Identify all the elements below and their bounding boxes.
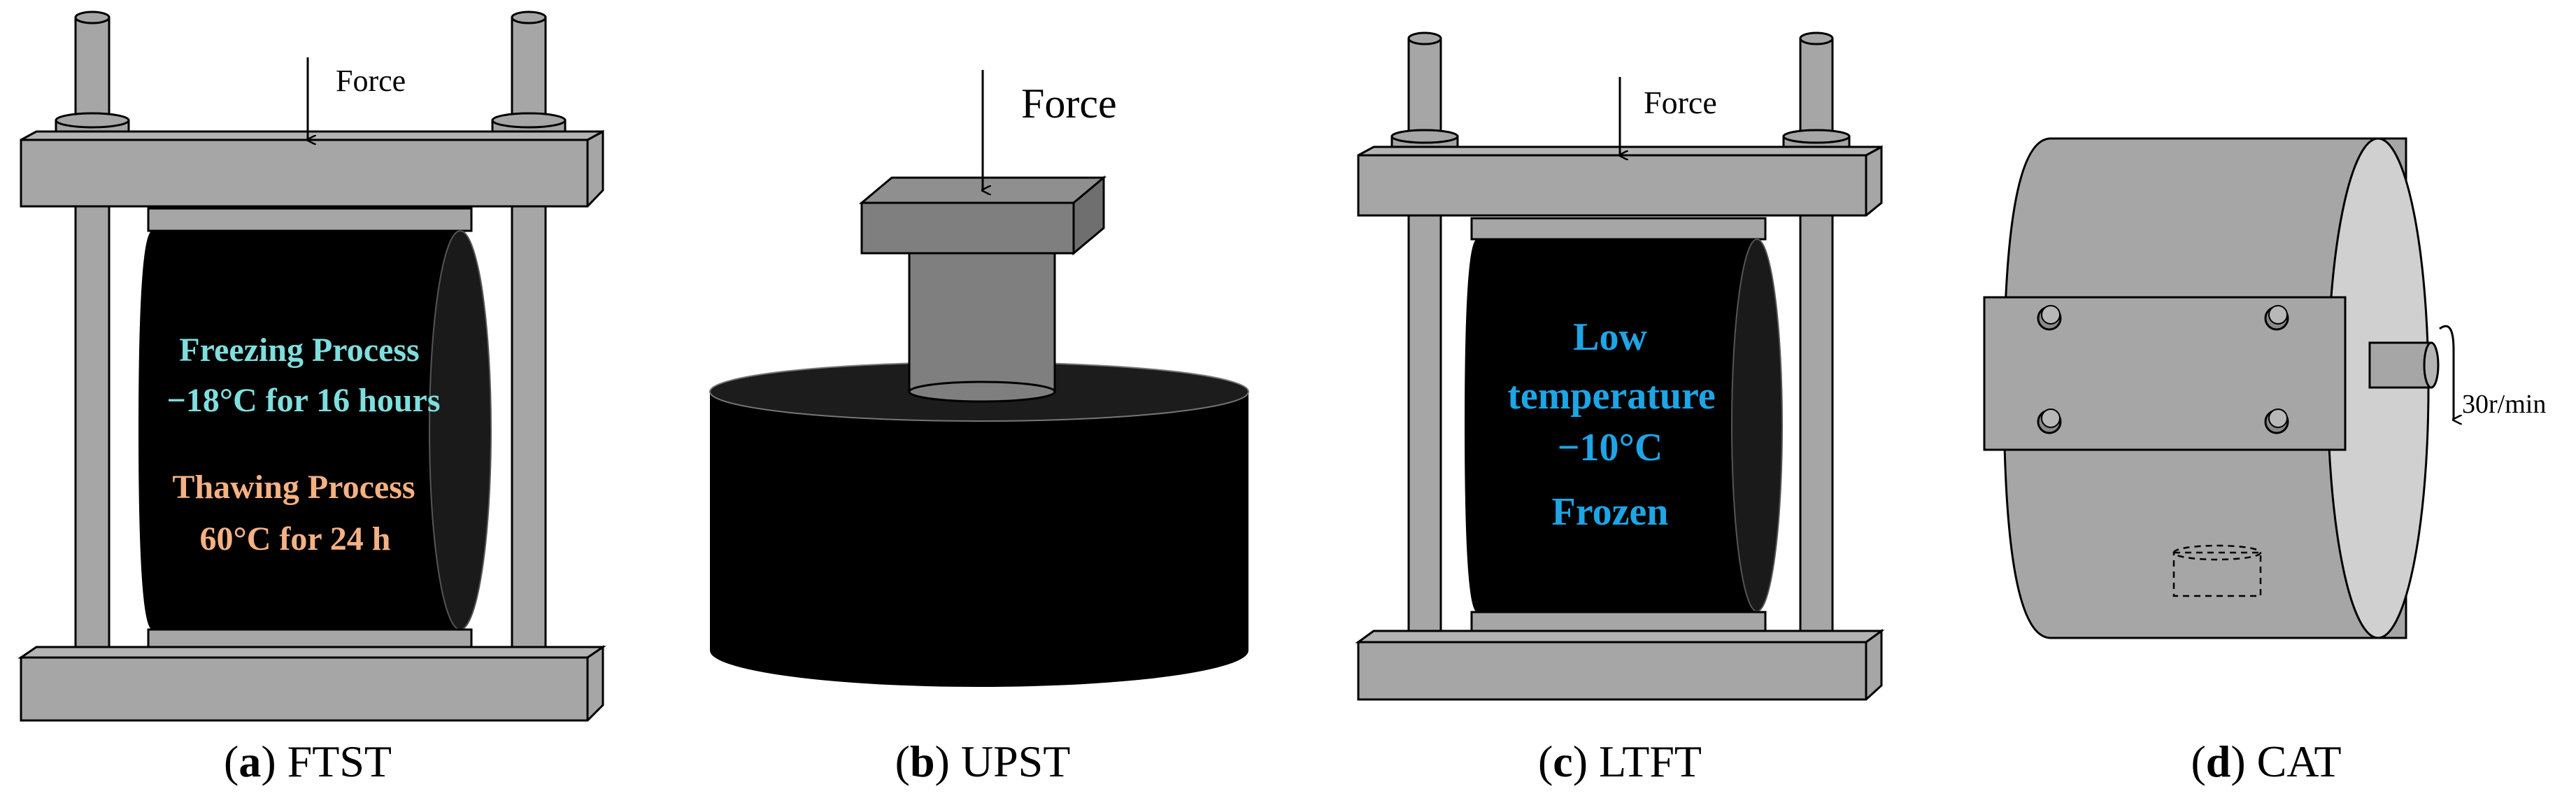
thaw-text-line1: Thawing Process — [172, 469, 415, 506]
specimen-c — [1465, 239, 1780, 612]
panel-a-ftst: Force Freezing Process −18°C for 16 hour… — [17, 10, 606, 786]
force-label-a: Force — [336, 64, 406, 98]
rod-left-top-c — [1407, 37, 1442, 145]
rod-right-c — [1799, 214, 1834, 642]
rod-right-top — [511, 16, 547, 124]
freeze-text-line1: Freezing Process — [179, 332, 419, 369]
panel-d-cat: 30r/min (d) CAT — [1983, 137, 2546, 786]
panel-b-upst: Force (b) UPST — [709, 70, 1249, 786]
bolt-icon — [2037, 305, 2062, 331]
rod-left-top — [74, 16, 111, 124]
rotation-arrow-icon — [2439, 325, 2454, 420]
caption-b: (b) UPST — [895, 737, 1071, 786]
upper-pad — [147, 207, 473, 232]
speed-label: 30r/min — [2462, 390, 2546, 419]
rod-left-c — [1407, 214, 1442, 642]
force-label-b: Force — [1021, 80, 1117, 127]
thaw-text-line2: 60°C for 24 h — [200, 520, 391, 557]
bolt-icon — [2037, 408, 2062, 434]
bolt-icon — [2264, 408, 2289, 434]
rod-left — [74, 205, 111, 659]
base-cylinder — [710, 392, 1248, 688]
top-plate-c — [1357, 145, 1883, 217]
low-temp-line3: −10°C — [1558, 426, 1663, 469]
upper-pad-c — [1470, 217, 1767, 241]
caption-a: (a) FTST — [224, 737, 392, 786]
piston — [908, 250, 1056, 393]
bolt-icon — [2264, 305, 2289, 331]
force-label-c: Force — [1644, 85, 1717, 120]
caption-d: (d) CAT — [2191, 737, 2341, 786]
specimen — [138, 231, 490, 630]
low-temp-line2: temperature — [1507, 374, 1716, 418]
low-temp-line1: Low — [1573, 315, 1647, 359]
freeze-text-line2: −18°C for 16 hours — [166, 382, 440, 419]
port-dashed — [2172, 544, 2262, 597]
panel-c-ltft: Force Low temperature −10°C Frozen (c) L… — [1355, 31, 1885, 786]
rod-right — [511, 205, 547, 659]
top-plate — [20, 129, 604, 208]
axle — [2368, 341, 2433, 389]
low-temp-line4: Frozen — [1552, 490, 1669, 534]
rod-right-top-c — [1799, 37, 1834, 145]
caption-c: (c) LTFT — [1538, 737, 1702, 786]
